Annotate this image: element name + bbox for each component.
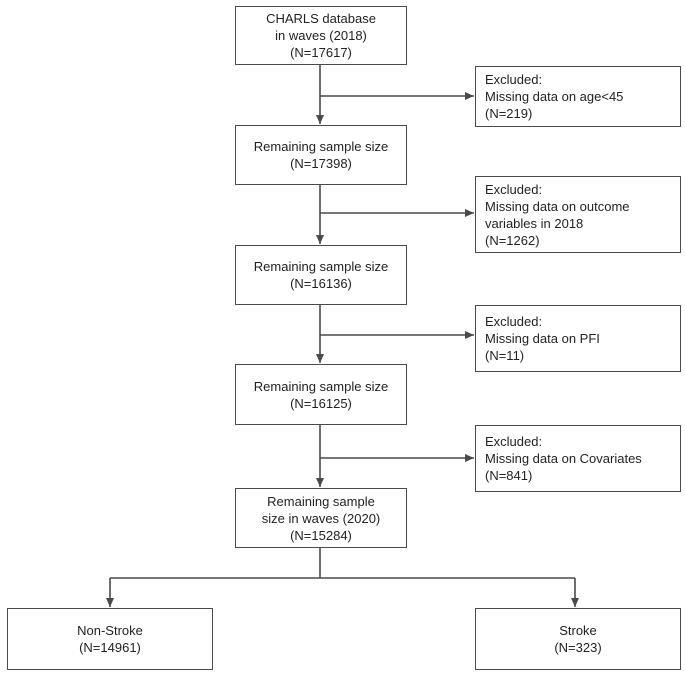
remaining-box-1: Remaining sample size (N=17398) xyxy=(235,125,407,185)
start-line-2: in waves (2018) xyxy=(275,28,367,43)
non-stroke-box: Non-Stroke (N=14961) xyxy=(7,608,213,670)
excl1-line-3: (N=219) xyxy=(485,106,533,121)
excl2-line-3: variables in 2018 xyxy=(485,215,584,231)
excl3-line-1: Excluded: xyxy=(485,314,543,329)
stroke-line-1: Stroke xyxy=(559,623,597,638)
remaining-box-3: Remaining sample size (N=16125) xyxy=(235,364,407,425)
excl2-line-1: Excluded: xyxy=(485,181,543,197)
non-stroke-line-2: (N=14961) xyxy=(79,640,141,655)
excl2-line-4: (N=1262) xyxy=(485,232,540,248)
remaining1-line-2: (N=17398) xyxy=(290,156,352,171)
start-line-1: CHARLS database xyxy=(266,11,376,26)
remaining4-line-2: size in waves (2020) xyxy=(261,510,381,526)
exclusion-box-4: Excluded: Missing data on Covariates (N=… xyxy=(475,425,681,492)
excl3-line-2: Missing data on PFI xyxy=(485,331,600,346)
excl1-line-1: Excluded: xyxy=(485,72,543,87)
stroke-line-2: (N=323) xyxy=(554,640,602,655)
exclusion-box-1: Excluded: Missing data on age<45 (N=219) xyxy=(475,66,681,127)
remaining4-line-3: (N=15284) xyxy=(290,527,352,543)
remaining4-line-1: Remaining sample xyxy=(267,493,375,509)
remaining-box-2: Remaining sample size (N=16136) xyxy=(235,245,407,305)
remaining1-line-1: Remaining sample size xyxy=(253,139,389,154)
remaining2-line-2: (N=16136) xyxy=(290,276,352,291)
start-line-3: (N=17617) xyxy=(290,45,352,60)
remaining2-line-1: Remaining sample size xyxy=(253,259,389,274)
excl4-line-3: (N=841) xyxy=(485,468,533,483)
excl3-line-3: (N=11) xyxy=(485,348,525,363)
non-stroke-line-1: Non-Stroke xyxy=(77,623,143,638)
exclusion-box-2: Excluded: Missing data on outcome variab… xyxy=(475,176,681,253)
excl2-line-2: Missing data on outcome xyxy=(485,198,630,214)
start-box: CHARLS database in waves (2018) (N=17617… xyxy=(235,6,407,65)
remaining-box-4: Remaining sample size in waves (2020) (N… xyxy=(235,488,407,548)
exclusion-box-3: Excluded: Missing data on PFI (N=11) xyxy=(475,305,681,372)
excl4-line-2: Missing data on Covariates xyxy=(485,451,642,466)
excl1-line-2: Missing data on age<45 xyxy=(485,89,624,104)
excl4-line-1: Excluded: xyxy=(485,434,543,449)
remaining3-line-1: Remaining sample size xyxy=(253,378,389,394)
stroke-box: Stroke (N=323) xyxy=(475,608,681,670)
remaining3-line-2: (N=16125) xyxy=(290,395,352,411)
